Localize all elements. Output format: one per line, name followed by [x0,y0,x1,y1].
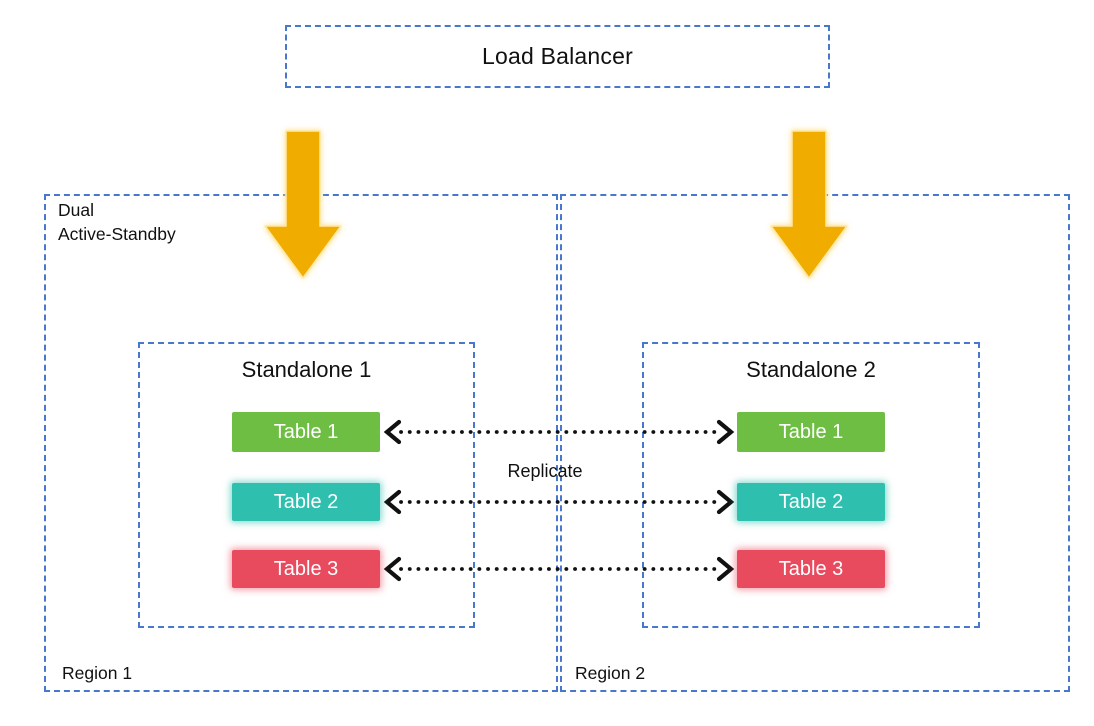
load-balancer-box: Load Balancer [285,25,830,88]
table-3-chip-right: Table 3 [737,550,885,588]
region-2-label: Region 2 [575,663,646,683]
load-balancer-label: Load Balancer [482,43,633,69]
table-2-chip-right: Table 2 [737,483,885,521]
table-3-chip-left: Table 3 [232,550,380,588]
standalone-1-box: Standalone 1 [138,342,475,628]
dual-active-standby-line2: Active-Standby [58,224,176,244]
replicate-arrow-row2-icon [383,489,735,515]
down-arrow-right-icon [770,130,848,279]
table-1-chip-left: Table 1 [232,412,380,452]
standalone-2-title: Standalone 2 [746,357,876,382]
replicate-arrow-row3-icon [383,556,735,582]
standalone-1-title: Standalone 1 [241,357,372,382]
down-arrow-left-icon [264,130,342,279]
dual-active-standby-line1: Dual [58,200,94,220]
table-2-chip-left: Table 2 [232,483,380,521]
standalone-2-box: Standalone 2 [642,342,980,628]
table-1-chip-right: Table 1 [737,412,885,452]
replicate-label: Replicate [507,461,583,481]
dual-active-standby-label: Dual Active-Standby [58,198,176,246]
replicate-arrow-row1-icon [383,419,735,445]
region-1-label: Region 1 [62,663,133,683]
